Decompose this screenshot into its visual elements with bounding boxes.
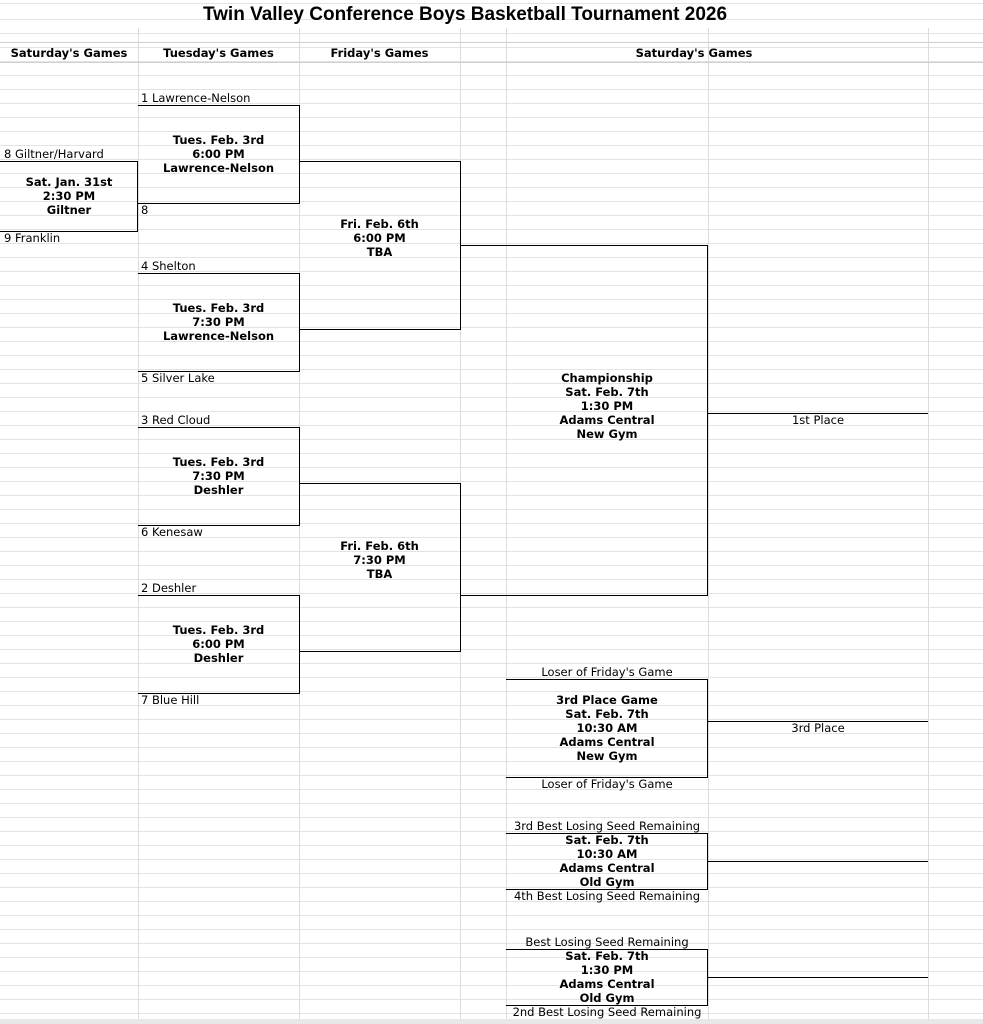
team-label: Loser of Friday's Game xyxy=(541,777,673,791)
bracket-box-third-place xyxy=(506,679,708,778)
team-label: 3rd Best Losing Seed Remaining xyxy=(513,819,701,833)
bracket-box-qf4 xyxy=(138,595,300,694)
team-label: 2 Deshler xyxy=(141,581,197,595)
team-label: 3 Red Cloud xyxy=(141,413,211,427)
team-label: 4 Shelton xyxy=(141,259,196,273)
col-header-tuesday: Tuesday's Games xyxy=(163,46,274,60)
bracket-box-championship xyxy=(460,245,708,596)
column-divider xyxy=(138,28,139,1020)
col-header-friday: Friday's Games xyxy=(330,46,429,60)
result-1st-place: 1st Place xyxy=(791,413,845,427)
team-label: 8 Giltner/Harvard xyxy=(4,147,104,161)
bracket-box-consolation-1 xyxy=(506,833,708,890)
column-divider xyxy=(708,28,709,1020)
header-divider xyxy=(0,62,983,63)
team-label: Best Losing Seed Remaining xyxy=(525,935,689,949)
result-line-consolation-1 xyxy=(708,861,928,862)
col-header-saturday-1: Saturday's Games xyxy=(10,46,128,60)
team-label: 1 Lawrence-Nelson xyxy=(141,91,251,105)
bracket-box-qf1 xyxy=(138,105,300,204)
bracket-box-sf2 xyxy=(299,483,461,652)
team-label: 7 Blue Hill xyxy=(141,693,200,707)
page-title: Twin Valley Conference Boys Basketball T… xyxy=(202,4,728,25)
result-line-consolation-2 xyxy=(708,977,928,978)
col-header-saturday-2: Saturday's Games xyxy=(635,46,753,60)
bracket-box-qf2 xyxy=(138,273,300,372)
bracket-box-round1 xyxy=(0,161,138,232)
result-line-3rd xyxy=(708,721,928,722)
team-label: 9 Franklin xyxy=(4,231,61,245)
team-label: 5 Silver Lake xyxy=(141,371,215,385)
header-divider xyxy=(0,42,983,43)
team-label: 8 xyxy=(141,203,149,217)
bracket-box-consolation-2 xyxy=(506,949,708,1006)
team-label: 4th Best Losing Seed Remaining xyxy=(513,889,701,903)
team-label: 2nd Best Losing Seed Remaining xyxy=(512,1005,702,1019)
column-divider xyxy=(928,28,929,1020)
bracket-box-qf3 xyxy=(138,427,300,526)
scrollbar-track[interactable] xyxy=(0,1019,983,1024)
team-label: 6 Kenesaw xyxy=(141,525,203,539)
column-divider xyxy=(506,28,507,1020)
result-3rd-place: 3rd Place xyxy=(791,721,845,735)
result-line-1st xyxy=(708,413,928,414)
team-label: Loser of Friday's Game xyxy=(541,665,673,679)
